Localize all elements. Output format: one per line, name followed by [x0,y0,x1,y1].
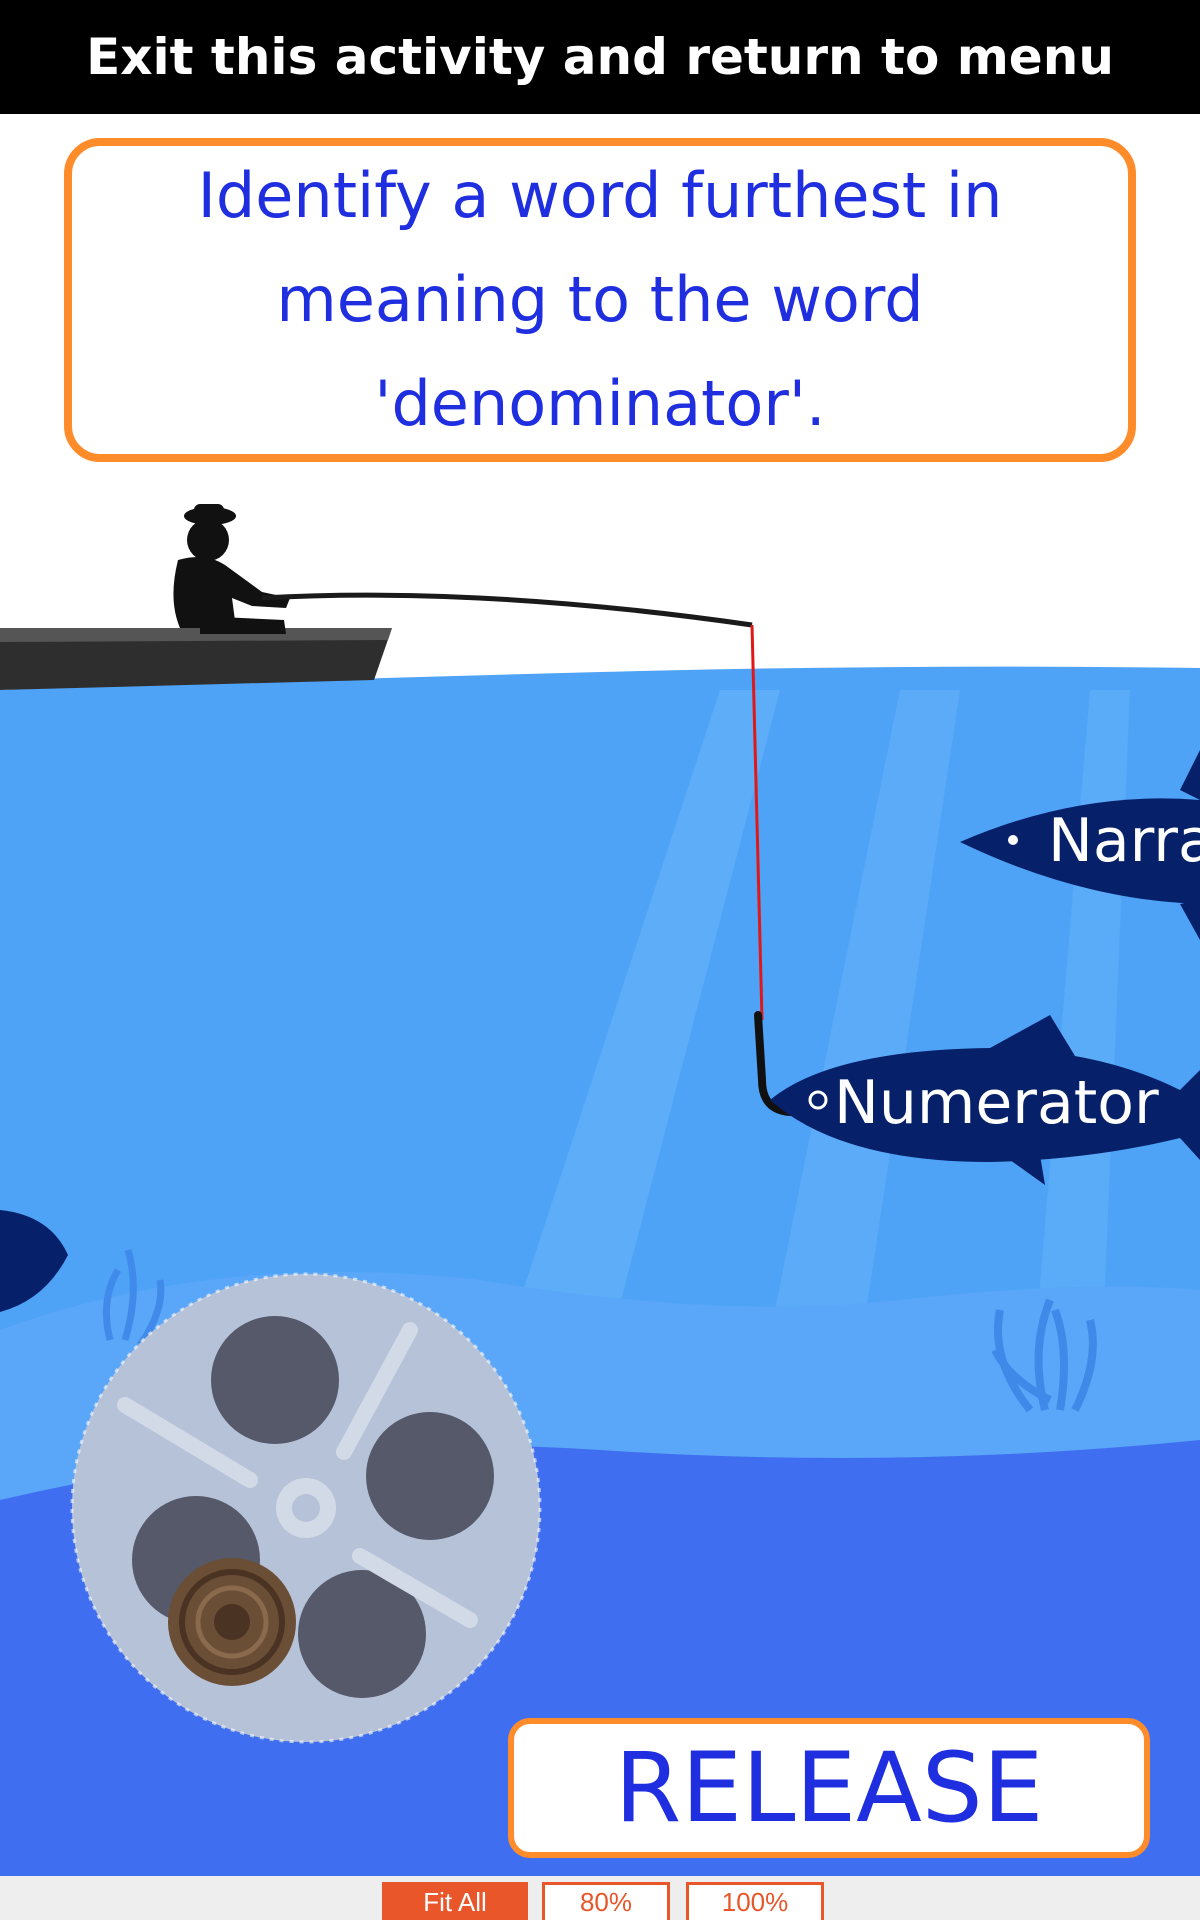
exit-button[interactable]: Exit this activity and return to menu [0,0,1200,114]
zoom-100-button[interactable]: 100% [686,1882,824,1920]
fish-word-numerator[interactable]: Numerator [834,1068,1159,1138]
question-text: Identify a word furthest in meaning to t… [197,159,1003,440]
fish-narra-shape [960,750,1200,940]
fishing-line [750,624,764,1021]
zoom-fit-all-button[interactable]: Fit All [382,1882,528,1920]
question-panel: Identify a word furthest in meaning to t… [64,138,1136,462]
fish-left-shape [0,1210,68,1312]
fisherman [173,504,290,634]
release-button[interactable]: RELEASE [508,1718,1150,1858]
boat [0,628,392,690]
reel [70,1272,542,1744]
fish-word-narra[interactable]: Narra [1048,806,1200,876]
fish-numerator-shape [770,1015,1200,1185]
zoom-80-button[interactable]: 80% [542,1882,670,1920]
seaweed-right [991,1298,1097,1413]
fishing-rod [261,592,753,628]
seaweed-left [102,1248,165,1348]
